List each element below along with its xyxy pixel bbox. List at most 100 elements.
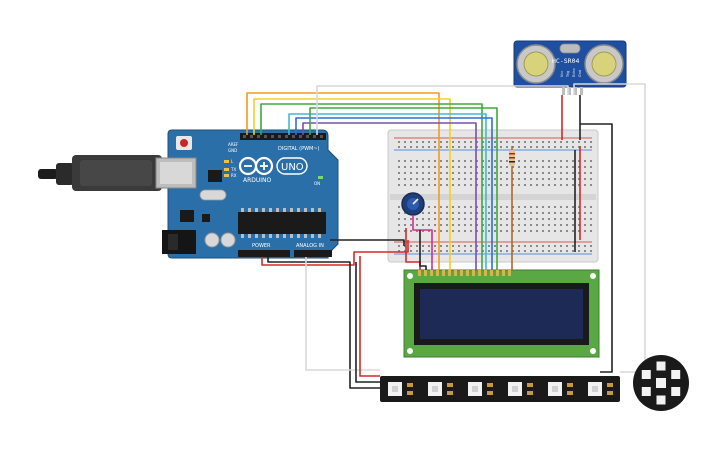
strip-led-chip xyxy=(472,386,478,392)
breadboard-hole xyxy=(494,172,496,174)
breadboard-hole xyxy=(476,172,478,174)
breadboard-hole xyxy=(536,250,538,252)
breadboard-hole xyxy=(566,206,568,208)
strip-pad xyxy=(407,383,413,387)
breadboard-hole xyxy=(434,172,436,174)
lcd-pin xyxy=(508,270,511,276)
breadboard-hole xyxy=(494,184,496,186)
breadboard-hole xyxy=(452,184,454,186)
breadboard-hole xyxy=(536,218,538,220)
breadboard-hole xyxy=(494,250,496,252)
breadboard-hole xyxy=(488,212,490,214)
breadboard-hole xyxy=(452,178,454,180)
breadboard-hole xyxy=(548,184,550,186)
breadboard-hole xyxy=(518,224,520,226)
breadboard-hole xyxy=(422,160,424,162)
breadboard-hole xyxy=(560,184,562,186)
breadboard-hole xyxy=(566,218,568,220)
breadboard-hole xyxy=(488,141,490,143)
strip-led-chip xyxy=(432,386,438,392)
breadboard-hole xyxy=(428,212,430,214)
breadboard-hole xyxy=(530,212,532,214)
breadboard-hole xyxy=(434,206,436,208)
breadboard-hole xyxy=(446,245,448,247)
jewel-led xyxy=(641,387,651,396)
breadboard-hole xyxy=(398,230,400,232)
breadboard-hole xyxy=(440,206,442,208)
breadboard-hole xyxy=(422,141,424,143)
breadboard-hole xyxy=(506,141,508,143)
breadboard-hole xyxy=(506,184,508,186)
breadboard-hole xyxy=(458,206,460,208)
breadboard-hole xyxy=(560,250,562,252)
breadboard-hole xyxy=(524,245,526,247)
breadboard-hole xyxy=(584,160,586,162)
breadboard-hole xyxy=(470,224,472,226)
jewel-led xyxy=(656,361,666,371)
breadboard-hole xyxy=(458,141,460,143)
breadboard-hole xyxy=(428,184,430,186)
sensor-pin-echo-label: Echo xyxy=(572,69,576,78)
breadboard-hole xyxy=(416,166,418,168)
breadboard-hole xyxy=(464,250,466,252)
breadboard-hole xyxy=(428,141,430,143)
breadboard-hole xyxy=(572,166,574,168)
breadboard-hole xyxy=(578,245,580,247)
strip-pad xyxy=(527,383,533,387)
breadboard-hole xyxy=(560,245,562,247)
strip-led-chip xyxy=(552,386,558,392)
breadboard-hole xyxy=(452,206,454,208)
breadboard-hole xyxy=(398,146,400,148)
breadboard-hole xyxy=(464,178,466,180)
breadboard-hole xyxy=(542,184,544,186)
breadboard-hole xyxy=(536,141,538,143)
breadboard-hole xyxy=(458,230,460,232)
breadboard-hole xyxy=(404,245,406,247)
breadboard-hole xyxy=(512,172,514,174)
breadboard-hole xyxy=(500,166,502,168)
neopixel-jewel xyxy=(633,355,689,411)
breadboard-hole xyxy=(488,178,490,180)
breadboard-hole xyxy=(488,250,490,252)
breadboard-hole xyxy=(476,218,478,220)
breadboard-hole xyxy=(434,218,436,220)
strip-pad xyxy=(567,383,573,387)
sensor-pin-trig-label: Trig xyxy=(566,71,570,78)
breadboard-hole xyxy=(434,178,436,180)
breadboard-hole xyxy=(542,166,544,168)
breadboard-hole xyxy=(536,230,538,232)
jewel-led xyxy=(671,370,681,379)
breadboard-hole xyxy=(452,141,454,143)
breadboard-hole xyxy=(440,178,442,180)
lcd-pin xyxy=(478,270,481,276)
breadboard-hole xyxy=(584,178,586,180)
breadboard-hole xyxy=(434,160,436,162)
breadboard-hole xyxy=(452,172,454,174)
breadboard-hole xyxy=(458,184,460,186)
breadboard-hole xyxy=(500,224,502,226)
breadboard-hole xyxy=(584,218,586,220)
breadboard-hole xyxy=(452,218,454,220)
breadboard-hole xyxy=(482,184,484,186)
breadboard-hole xyxy=(428,245,430,247)
breadboard-hole xyxy=(542,146,544,148)
breadboard-hole xyxy=(464,245,466,247)
breadboard-hole xyxy=(554,224,556,226)
breadboard-hole xyxy=(410,141,412,143)
breadboard-hole xyxy=(398,184,400,186)
breadboard-hole xyxy=(572,230,574,232)
breadboard-hole xyxy=(566,212,568,214)
lcd-pin xyxy=(490,270,493,276)
hc-sr04-label: HC-SR04 xyxy=(552,57,579,65)
breadboard-hole xyxy=(446,218,448,220)
jewel-led xyxy=(671,387,681,396)
jewel-led xyxy=(656,395,666,405)
rx-led-label: RX xyxy=(231,173,237,178)
breadboard-hole xyxy=(416,146,418,148)
breadboard-hole xyxy=(590,178,592,180)
breadboard-hole xyxy=(476,230,478,232)
breadboard-hole xyxy=(572,206,574,208)
breadboard-hole xyxy=(434,230,436,232)
breadboard-hole xyxy=(560,141,562,143)
breadboard-hole xyxy=(524,160,526,162)
